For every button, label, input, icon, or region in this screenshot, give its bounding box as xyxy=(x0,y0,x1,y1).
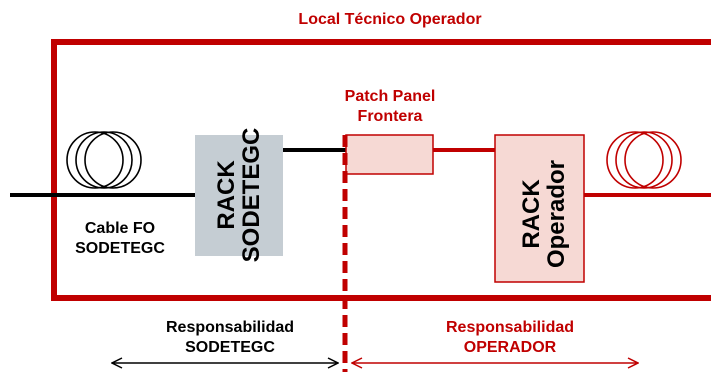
patch-panel-box xyxy=(345,134,434,175)
patch-panel-label: Patch Panel Frontera xyxy=(300,87,480,126)
rack-operator-label-line1: RACK xyxy=(517,179,545,249)
cable-label-line1: Cable FO xyxy=(84,220,156,237)
rack-operator-label-line2: Operador xyxy=(543,159,570,269)
room-title: Local Técnico Operador xyxy=(298,11,482,28)
cable-label-line2: SODETEGC xyxy=(75,239,165,257)
responsibility-sodetegc-label: Responsabilidad SODETEGC xyxy=(120,318,340,357)
fiber-coil-operator-icon xyxy=(606,131,682,189)
patch-panel-label-line1: Patch Panel xyxy=(344,88,436,105)
rack-sodetegc-label-line1: RACK xyxy=(212,160,240,230)
responsibility-operator-line1: Responsabilidad xyxy=(445,319,575,336)
rack-sodetegc-label-line2: SODETEGC xyxy=(238,127,265,263)
operator-room-boundary xyxy=(51,39,711,301)
fiber-coil-sodetegc-icon xyxy=(66,131,142,189)
responsibility-sodetegc-line2: SODETEGC xyxy=(185,338,275,356)
responsibility-operator-label: Responsabilidad OPERADOR xyxy=(400,318,620,357)
rack-sodetegc-box xyxy=(195,135,283,256)
cable-label: Cable FO SODETEGC xyxy=(60,219,180,258)
patch-panel-label-line2: Frontera xyxy=(357,107,423,125)
responsibility-sodetegc-line1: Responsabilidad xyxy=(165,319,295,336)
responsibility-operator-line2: OPERADOR xyxy=(463,338,557,356)
rack-operator-box xyxy=(494,134,585,283)
